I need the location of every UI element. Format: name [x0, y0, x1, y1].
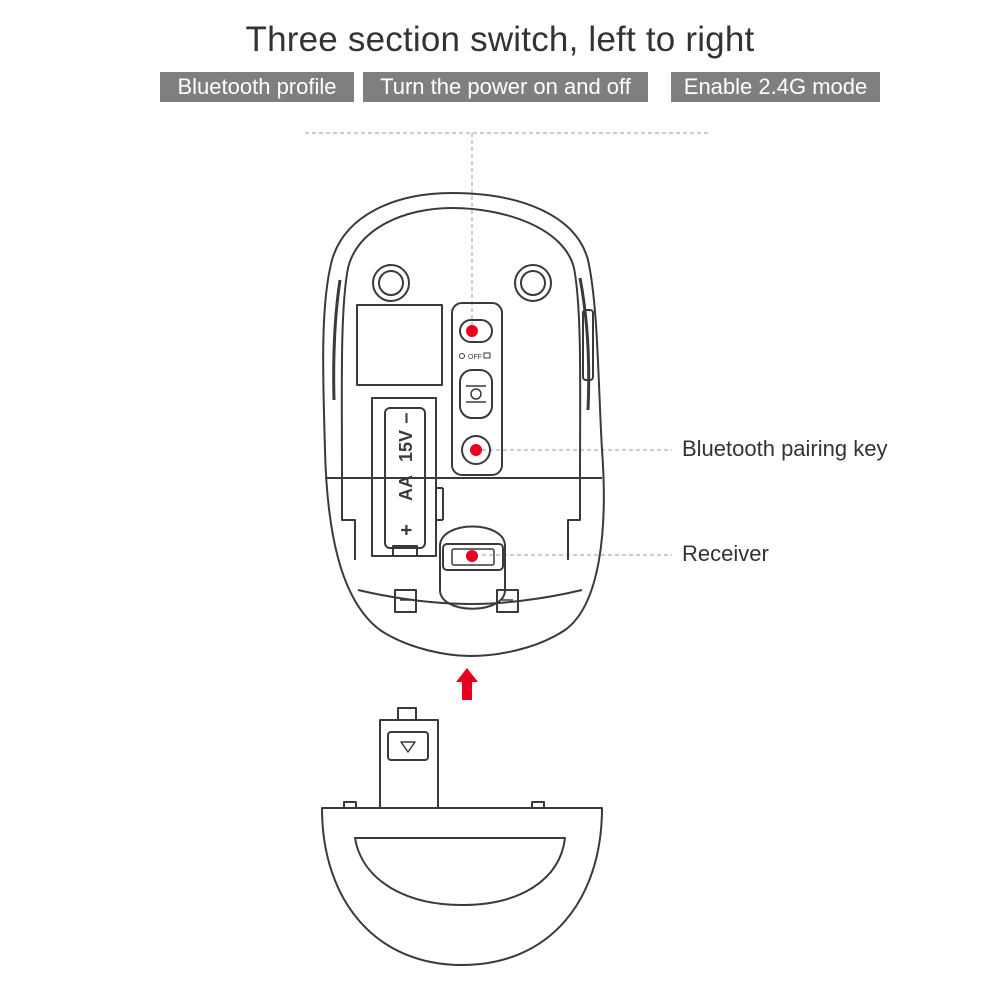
compartment-right-wall — [567, 478, 581, 560]
left-grip — [332, 279, 342, 401]
aa-battery — [384, 407, 426, 549]
clip-right — [496, 589, 519, 613]
pairing-key — [461, 435, 491, 465]
switch-mode-2-4g: Enable 2.4G mode — [671, 72, 880, 102]
receiver-port — [442, 543, 504, 571]
switch-mode-bluetooth-profile: Bluetooth profile — [160, 72, 354, 102]
slide-switch — [459, 319, 493, 343]
clip-left — [394, 589, 417, 613]
cover-latch-button — [387, 731, 429, 761]
switch-panel — [451, 302, 503, 476]
battery-cap — [392, 545, 418, 557]
switch-markings: OFF — [459, 352, 491, 361]
foot-pad-right-inner — [520, 270, 546, 296]
battery-type: AA — [396, 475, 416, 501]
insert-arrow-icon — [456, 668, 478, 700]
receiver-label: Receiver — [682, 541, 769, 566]
battery-holder — [371, 397, 437, 557]
foot-pad-left-inner — [378, 270, 404, 296]
battery-plus: + — [396, 524, 418, 536]
battery-minus: – — [395, 412, 417, 423]
battery-cover — [321, 707, 603, 966]
power-switch — [459, 369, 493, 419]
sensor-window — [356, 304, 443, 386]
receiver-slot — [439, 525, 506, 610]
foot-pad-right — [514, 264, 552, 302]
compartment-left-wall — [341, 478, 356, 560]
page-title: Three section switch, left to right — [245, 20, 755, 59]
receiver-marker — [466, 550, 478, 562]
right-grip — [578, 277, 591, 411]
power-symbol-icon — [470, 388, 482, 400]
cover-recess — [354, 837, 566, 906]
leader-lines — [305, 132, 708, 556]
down-triangle-icon — [400, 741, 416, 753]
switch-mode-power: Turn the power on and off — [363, 72, 648, 102]
mouse-body — [322, 192, 605, 657]
cover-tab-top — [397, 707, 417, 721]
bluetooth-mark-icon — [459, 353, 465, 359]
mouse-outer-shell — [322, 192, 605, 657]
compartment-floor — [357, 589, 583, 605]
mouse-inner-shell — [340, 207, 582, 479]
foot-pad-left — [372, 264, 410, 302]
cover-shell — [321, 807, 603, 966]
battery-voltage: 15V — [396, 430, 416, 462]
usb-mark-icon — [483, 352, 491, 359]
pairing-key-label: Bluetooth pairing key — [682, 436, 888, 461]
pairing-key-marker — [470, 444, 482, 456]
battery-markings: + AA 15V – — [395, 412, 418, 535]
switch-marker — [466, 325, 478, 337]
right-grip-tab — [582, 309, 594, 381]
off-mark: OFF — [468, 354, 482, 361]
red-markers — [466, 325, 482, 562]
